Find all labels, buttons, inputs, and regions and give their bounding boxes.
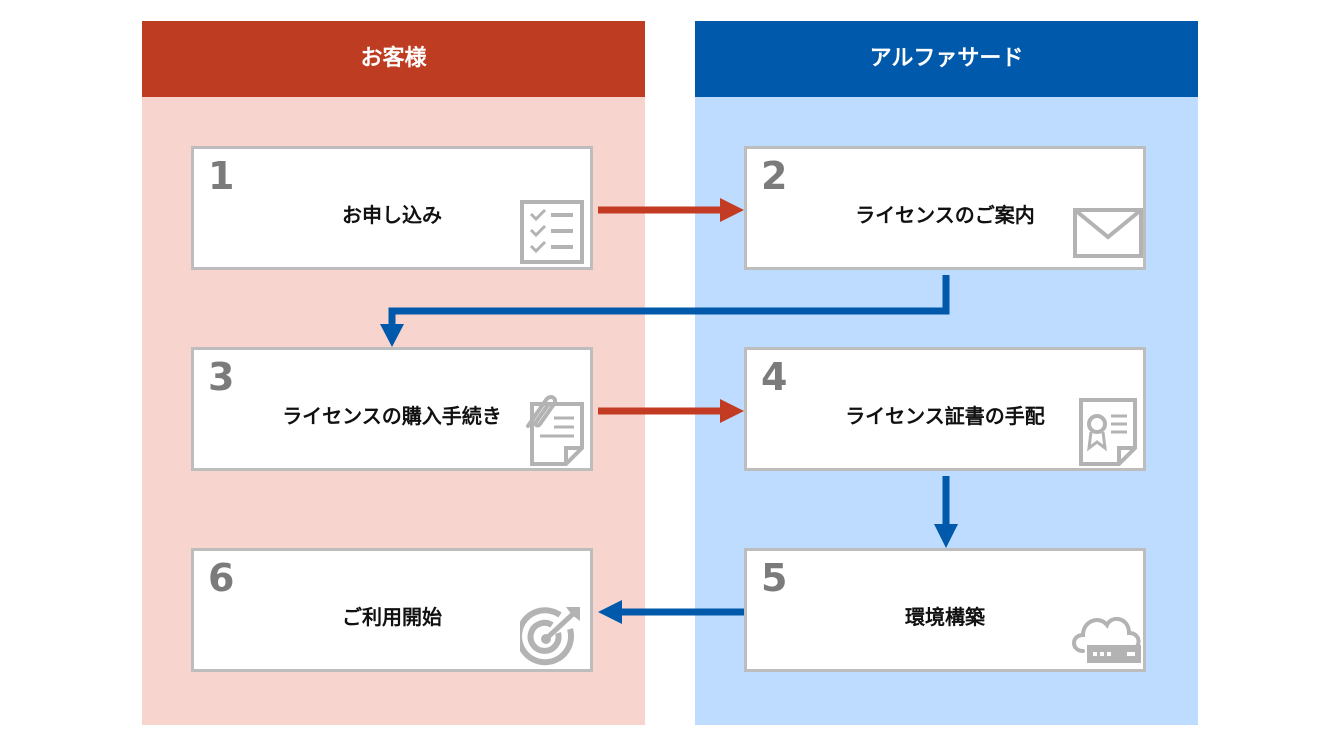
arrow-5-to-6 [598, 600, 744, 624]
step-4-box: 4 ライセンス証書の手配 [744, 347, 1146, 471]
step-label: お申し込み [342, 203, 442, 227]
step-number: 6 [208, 556, 235, 600]
step-number: 1 [208, 154, 235, 198]
step-label: ライセンスのご案内 [855, 203, 1035, 227]
envelope-icon [1073, 208, 1143, 258]
step-label: ライセンス証書の手配 [845, 404, 1045, 428]
arrow-3-to-4 [598, 399, 744, 423]
arrow-2-to-3 [380, 275, 950, 347]
step-label: ライセンスの購入手続き [282, 404, 502, 428]
step-number: 3 [208, 355, 235, 399]
certificate-icon [1079, 398, 1137, 466]
step-3-box: 3 ライセンスの購入手続き [191, 347, 593, 471]
paperclip-document-icon [526, 395, 584, 466]
step-1-box: 1 お申し込み [191, 146, 593, 270]
cloud-server-icon [1072, 616, 1141, 663]
arrow-1-to-2 [598, 198, 744, 222]
step-2-box: 2 ライセンスのご案内 [744, 146, 1146, 270]
step-6-box: 6 ご利用開始 [191, 548, 593, 672]
arrow-4-to-5 [934, 476, 958, 548]
customer-lane-header: お客様 [142, 21, 645, 97]
step-5-box: 5 環境構築 [744, 548, 1146, 672]
step-number: 2 [761, 154, 788, 198]
step-label: 環境構築 [905, 605, 985, 629]
step-number: 5 [761, 556, 788, 600]
target-icon [520, 607, 580, 666]
step-label: ご利用開始 [342, 605, 442, 629]
checklist-icon [520, 200, 584, 264]
vendor-lane-header: アルファサード [695, 21, 1198, 97]
step-number: 4 [761, 355, 788, 399]
